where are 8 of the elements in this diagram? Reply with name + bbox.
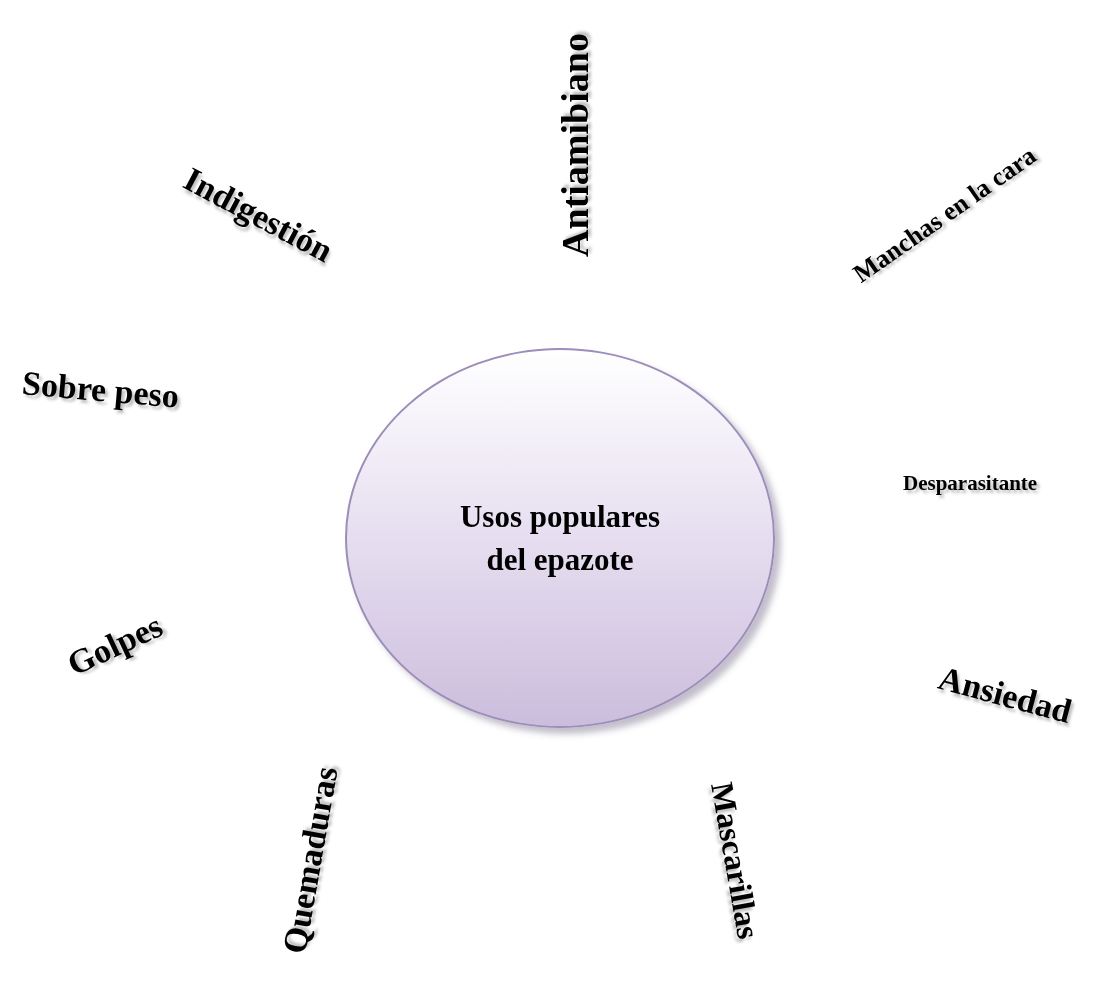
use-label: Desparasitante [903, 470, 1038, 496]
use-label: Ansiedad [934, 659, 1076, 731]
use-label: Quemaduras [274, 763, 346, 957]
use-label: Sobre peso [20, 364, 180, 416]
use-label: Antiamibiano [552, 33, 597, 257]
circle-title: Usos populares del epazote [458, 497, 662, 579]
use-label: Mascarillas [703, 778, 768, 942]
use-label: Golpes [61, 606, 169, 684]
